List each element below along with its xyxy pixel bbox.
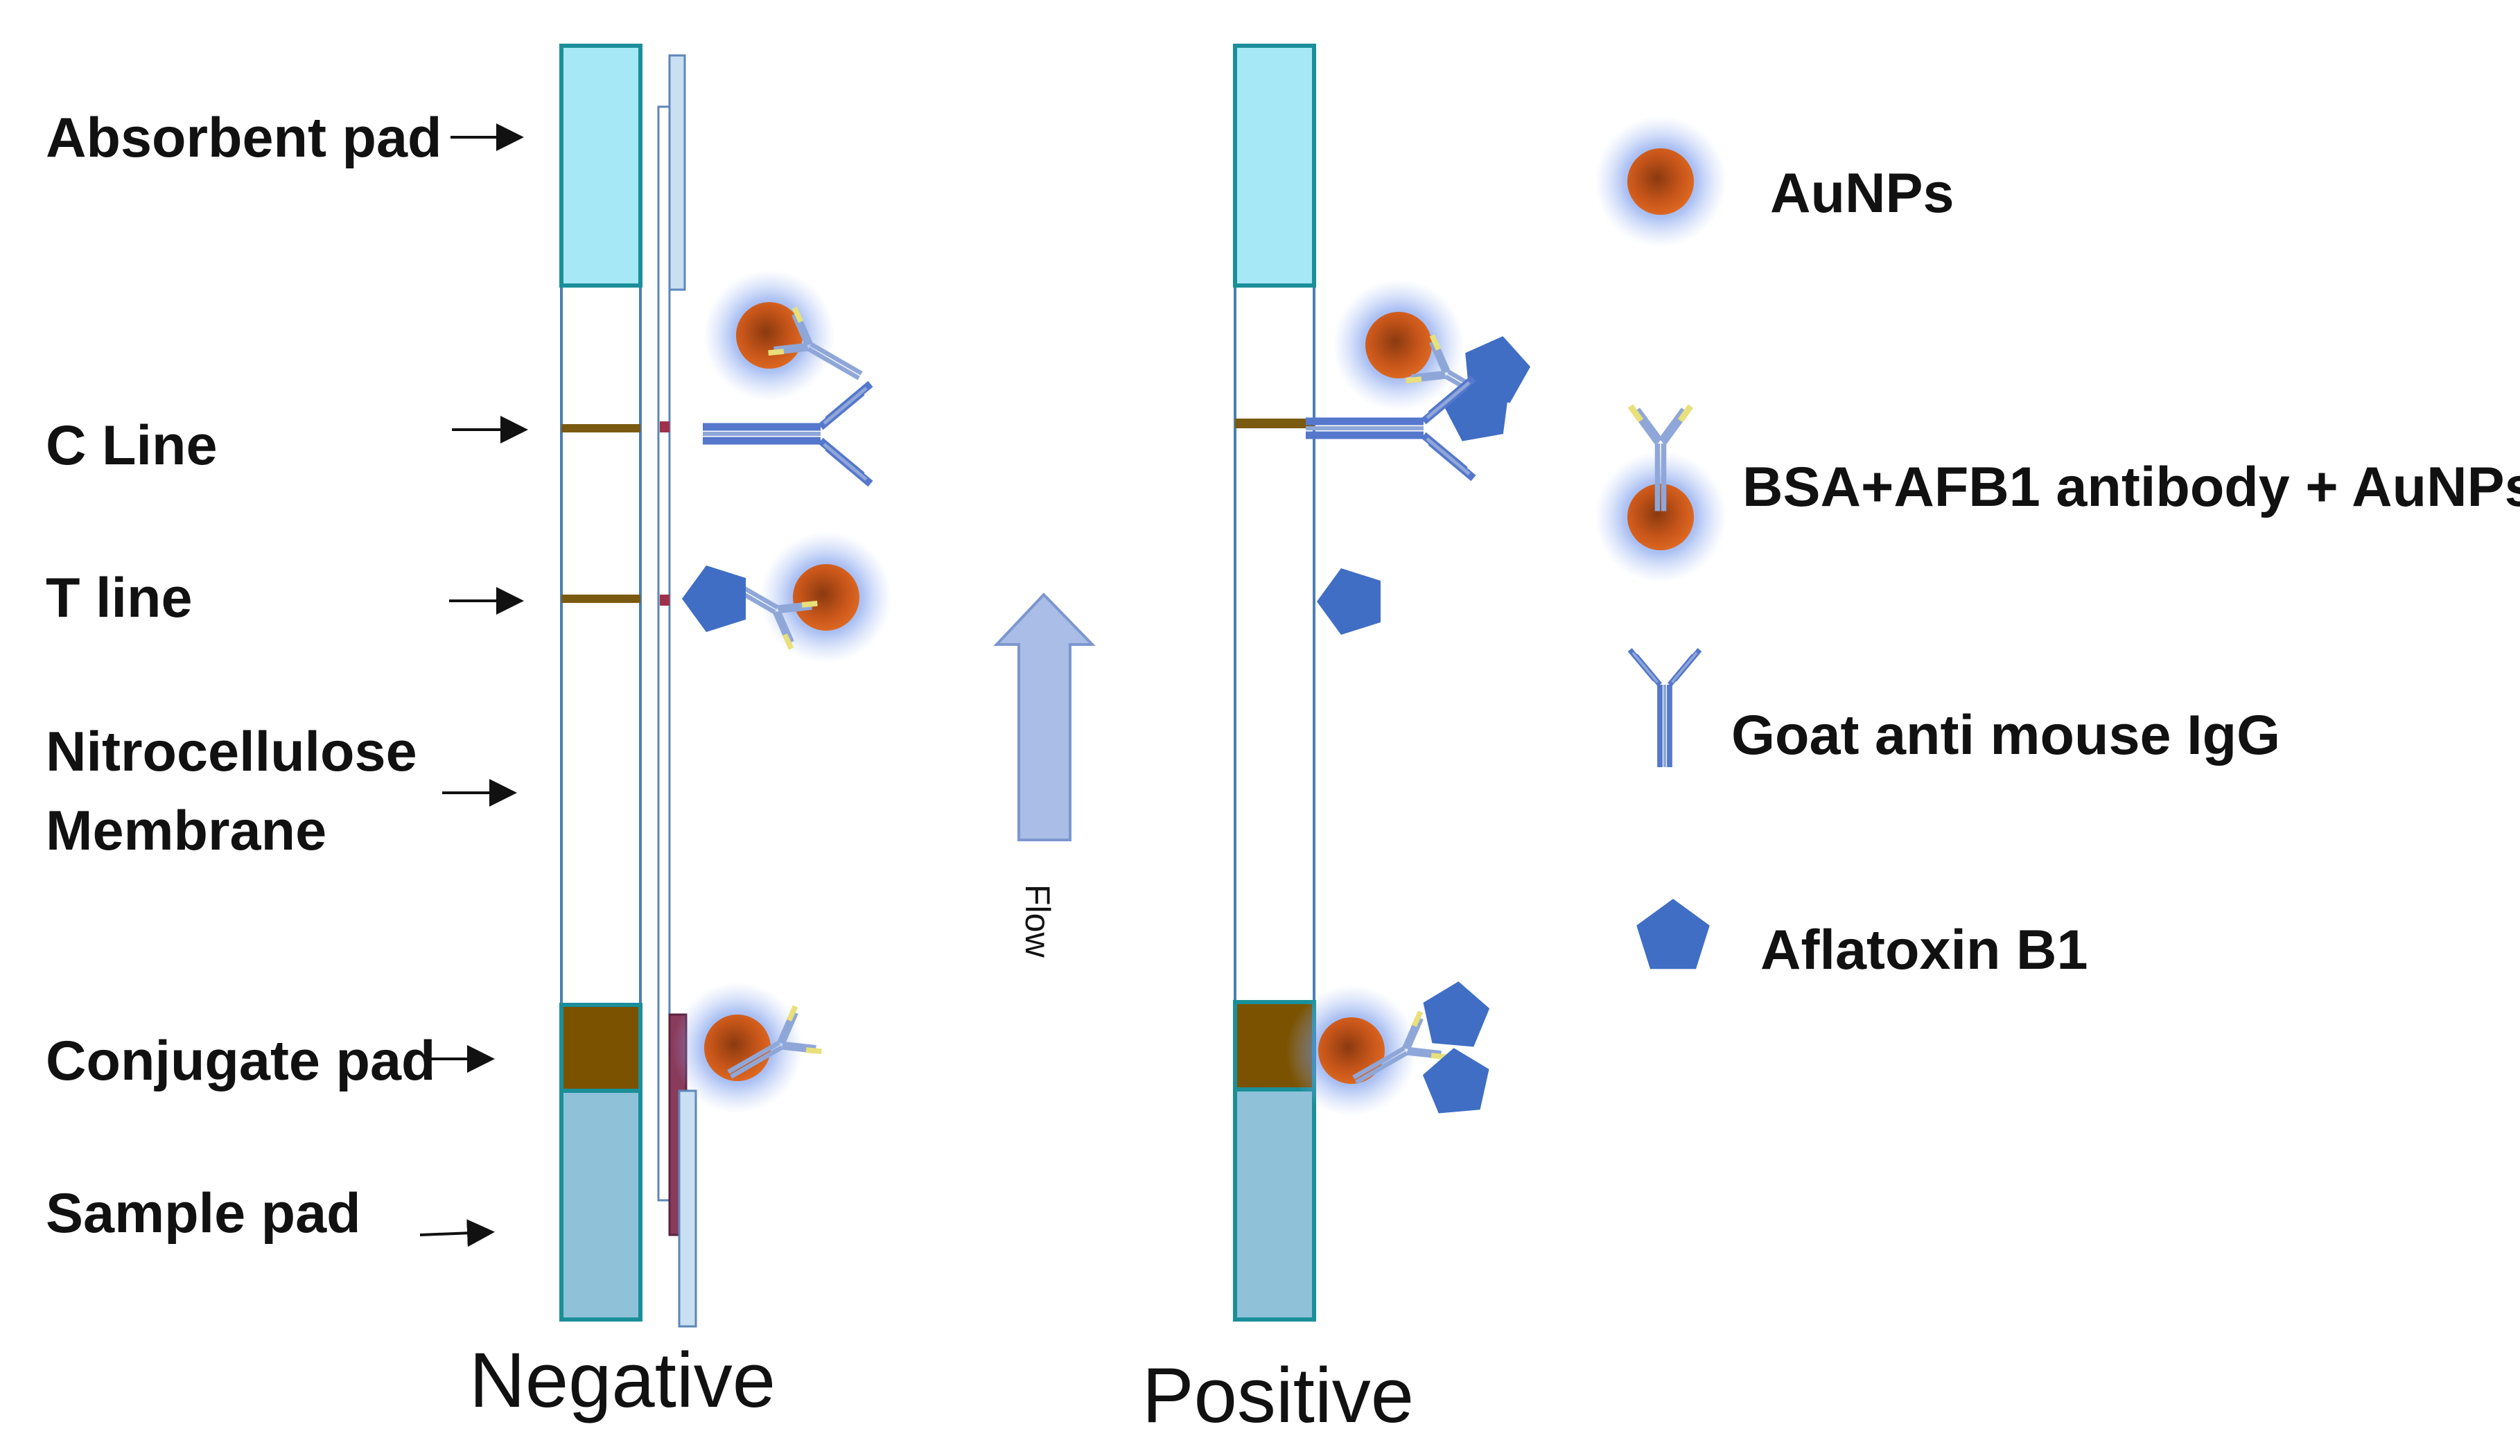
- t-line-label: T line: [46, 567, 193, 629]
- positive-strip: [1233, 44, 1316, 1322]
- legend: AuNPs BSA+AFB1 antibody + AuNPs Goat ant…: [1595, 116, 2520, 981]
- positive-sample-pad: [1233, 1087, 1316, 1322]
- negative-t-line: [561, 595, 640, 603]
- negative-caption: Negative: [469, 1337, 776, 1423]
- positive-c-line: [1235, 419, 1314, 428]
- negative-c-line: [561, 424, 640, 432]
- legend-igg-icon: [1630, 650, 1700, 767]
- legend-aunps-label: AuNPs: [1770, 162, 1954, 225]
- negative-sample-pad: [559, 1089, 642, 1322]
- flow-label: Flow: [1018, 884, 1057, 958]
- legend-afb1-label: Aflatoxin B1: [1760, 919, 2088, 981]
- absorbent-pad-label: Absorbent pad: [46, 107, 442, 169]
- negative-side-view: [657, 54, 697, 1328]
- positive-c-line-conjugate: [1306, 279, 1536, 478]
- legend-conjugate-icon: [1595, 406, 1726, 583]
- sample-pad-label: Sample pad: [46, 1182, 361, 1245]
- legend-aflatoxin-icon: [1636, 899, 1710, 970]
- nitrocellulose-label-line2: Membrane: [46, 800, 326, 862]
- legend-aunp-icon: [1595, 116, 1726, 247]
- legend-igg-label: Goat anti mouse IgG: [1731, 704, 2280, 766]
- nitrocellulose-label-line1: Nitrocellulose: [46, 721, 417, 783]
- flow-arrow-icon: [993, 593, 1096, 841]
- positive-t-line-aflatoxin: [1317, 568, 1381, 635]
- negative-t-line-conjugate: [682, 532, 892, 663]
- negative-strip: [559, 44, 642, 1322]
- negative-c-line-conjugate: [703, 270, 873, 484]
- conjugate-pad-label: Conjugate pad: [46, 1030, 436, 1092]
- c-line-label: C Line: [46, 414, 218, 477]
- sample-pad-arrow: [419, 1219, 495, 1247]
- legend-bsa-label: BSA+AFB1 antibody + AuNPs: [1742, 456, 2520, 518]
- negative-conjugate-pad-conjugate: [672, 982, 821, 1114]
- negative-absorbent-pad: [559, 44, 642, 288]
- positive-absorbent-pad: [1233, 44, 1316, 288]
- negative-conjugate-pad: [559, 1003, 642, 1093]
- positive-caption: Positive: [1142, 1352, 1414, 1439]
- positive-conjugate-pad-conjugate: [1286, 979, 1493, 1116]
